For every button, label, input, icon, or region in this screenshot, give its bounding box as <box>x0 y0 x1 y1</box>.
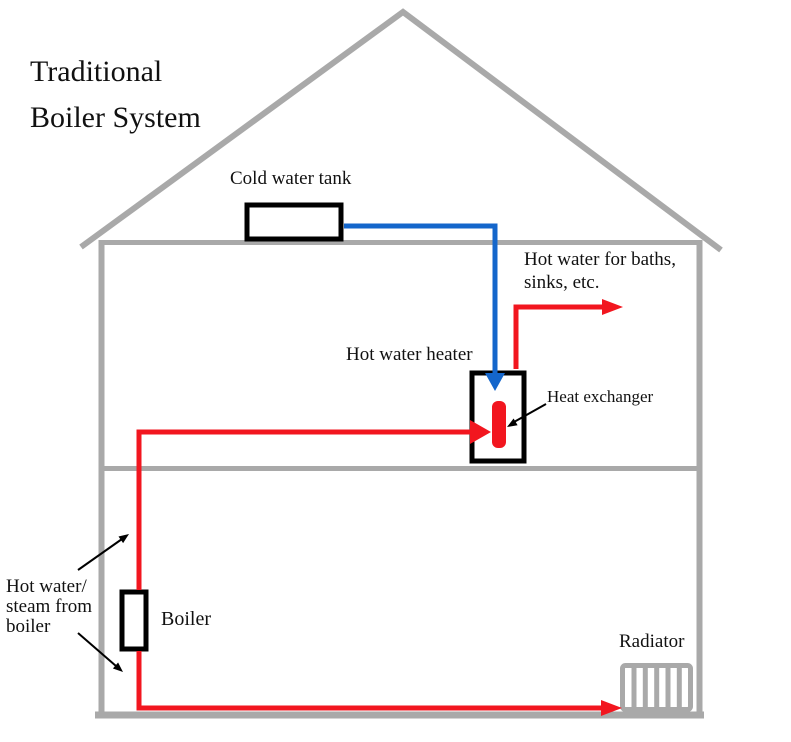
hot-water-output-arrowhead-icon <box>602 299 623 315</box>
diagram-title-line1: Traditional <box>30 55 163 88</box>
radiator-label: Radiator <box>619 631 685 652</box>
cold-water-pipe <box>344 223 498 374</box>
boiler-supply-label-line1: Hot water/ <box>6 576 87 597</box>
cold-water-tank-label: Cold water tank <box>230 168 352 189</box>
boiler-supply-lower-pointer-arrow <box>77 632 123 672</box>
boiler-supply-label-line3: boiler <box>6 616 51 637</box>
cold-water-arrowhead-icon <box>485 373 505 391</box>
hot-water-heater-label: Hot water heater <box>346 344 473 365</box>
heat-exchanger-bar <box>492 401 506 448</box>
boiler-box <box>119 589 149 652</box>
hot-water-output-label-line1: Hot water for baths, <box>524 249 676 270</box>
boiler-to-heater-pipe <box>136 429 471 590</box>
boiler-label: Boiler <box>161 608 211 630</box>
heat-exchanger-pointer-arrow <box>507 403 547 427</box>
roof-outline <box>79 8 723 253</box>
boiler-supply-label-line2: steam from <box>6 596 93 617</box>
diagram-title-line2: Boiler System <box>30 101 201 134</box>
cold-water-tank-box <box>244 202 344 242</box>
boiler-to-radiator-pipe <box>136 651 601 711</box>
hot-water-output-pipe <box>513 304 602 369</box>
boiler-to-radiator-arrowhead-icon <box>601 700 622 716</box>
boiler-to-heater-arrowhead-icon <box>470 420 491 444</box>
boiler-supply-label: Hot water/ steam from boiler <box>6 577 92 637</box>
diagram-title: Traditional Boiler System <box>30 49 201 141</box>
heat-exchanger-label: Heat exchanger <box>547 387 654 406</box>
boiler-supply-upper-pointer-arrow <box>77 534 129 571</box>
hot-water-output-label-line2: sinks, etc. <box>524 272 600 293</box>
radiator-graphic <box>620 663 693 712</box>
hot-water-output-label: Hot water for baths, sinks, etc. <box>524 248 676 294</box>
